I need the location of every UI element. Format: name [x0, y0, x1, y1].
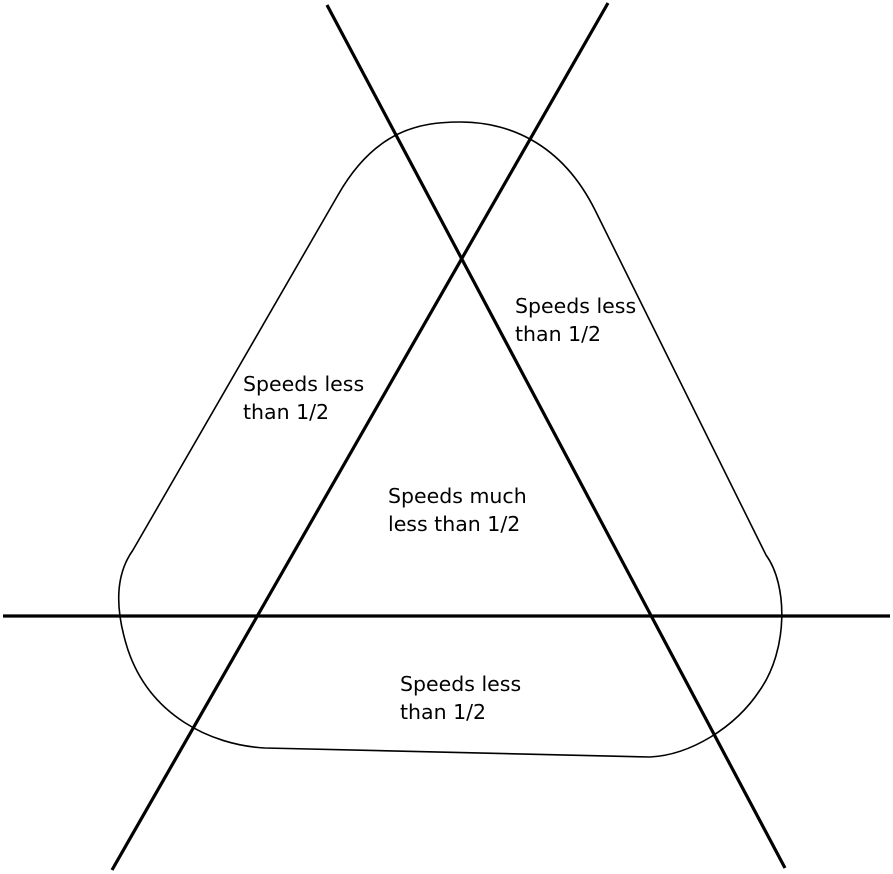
label-line: Speeds much: [388, 484, 527, 508]
region-label-left: Speeds less than 1/2: [243, 370, 364, 426]
ascending-diagonal-line: [110, 2, 610, 871]
region-label-bottom: Speeds less than 1/2: [400, 670, 521, 726]
region-label-upper-right: Speeds less than 1/2: [515, 292, 636, 348]
label-line: than 1/2: [400, 700, 487, 724]
label-line: than 1/2: [515, 322, 602, 346]
label-line: Speeds less: [400, 672, 522, 696]
label-line: Speeds less: [515, 294, 637, 318]
rounded-triangle-boundary: [118, 121, 783, 758]
descending-diagonal-line: [325, 4, 787, 869]
label-line: less than 1/2: [388, 512, 521, 536]
label-line: Speeds less: [243, 372, 365, 396]
region-label-center: Speeds much less than 1/2: [388, 482, 527, 538]
label-line: than 1/2: [243, 400, 330, 424]
